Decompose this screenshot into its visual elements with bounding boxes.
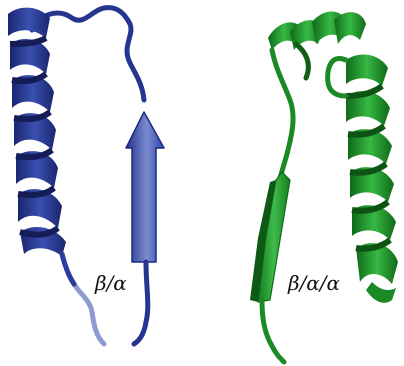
beta-alpha-alpha-structure (250, 12, 398, 363)
blue-beta-strand (126, 112, 164, 262)
beta-alpha-structure (8, 8, 164, 344)
green-bottom-tail (262, 300, 284, 362)
green-beta-strand (250, 172, 290, 302)
blue-strand-tail (134, 262, 148, 344)
beta-alpha-label: β/α (95, 273, 127, 293)
green-connector-loop (272, 50, 293, 186)
blue-alpha-helix (8, 8, 66, 256)
green-alpha-helix (346, 54, 398, 302)
beta-alpha-alpha-label: β/α/α (288, 273, 340, 293)
